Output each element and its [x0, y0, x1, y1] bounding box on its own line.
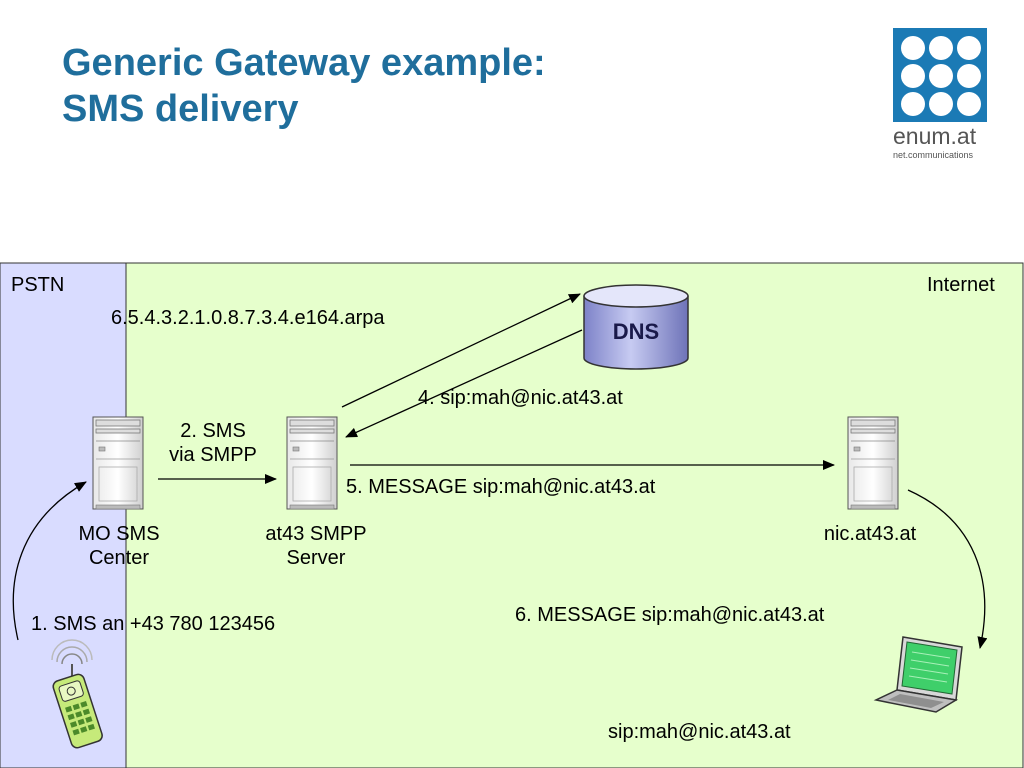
logo-dot: [929, 36, 953, 60]
internet-label: Internet: [927, 274, 995, 296]
database-cylinder-icon: [583, 284, 689, 370]
logo-dot: [929, 92, 953, 116]
smpp-server-label-line-2: Server: [286, 547, 346, 569]
laptop-sip-label: sip:mah@nic.at43.at: [608, 721, 791, 743]
smpp-label-line-2: via SMPP: [169, 444, 257, 466]
logo-dot: [901, 64, 925, 88]
smpp-server-label-line-1: at43 SMPP: [265, 523, 367, 545]
message-label: 5. MESSAGE sip:mah@nic.at43.at: [346, 476, 656, 498]
smpp-server-label: at43 SMPP Server: [236, 522, 396, 570]
logo-dot-grid: [899, 34, 983, 118]
logo-dot: [901, 36, 925, 60]
enum-query-label: 6.5.4.3.2.1.0.8.7.3.4.e164.arpa: [111, 307, 385, 329]
message-forward-label: 6. MESSAGE sip:mah@nic.at43.at: [515, 604, 825, 626]
logo-dot: [929, 64, 953, 88]
mobile-phone-icon: [51, 639, 103, 749]
nic-server-label: nic.at43.at: [823, 523, 917, 545]
server-tower-icon: [847, 416, 899, 510]
laptop-icon: [873, 636, 963, 713]
server-tower-icon: [92, 416, 144, 510]
arrow-from-dns: [345, 329, 583, 438]
smpp-label: 2. SMS via SMPP: [153, 419, 273, 467]
mo-sms-center-label-line-2: Center: [88, 547, 150, 569]
logo-dot: [901, 92, 925, 116]
logo-name: enum.at: [893, 123, 977, 149]
smpp-label-line-1: 2. SMS: [180, 420, 246, 442]
logo-dot: [957, 92, 981, 116]
arrow-to-dns: [341, 293, 581, 408]
sms-send-label: 1. SMS an +43 780 123456: [31, 613, 276, 635]
logo-dot: [957, 36, 981, 60]
mo-sms-center-label: MO SMS Center: [44, 522, 194, 570]
arrow-phone-to-center: [12, 481, 87, 641]
page-title: Generic Gateway example: SMS delivery: [62, 40, 546, 132]
title-line-1: Generic Gateway example:: [62, 42, 546, 84]
server-tower-icon: [286, 416, 338, 510]
logo-dot: [957, 64, 981, 88]
dns-response-label: 4. sip:mah@nic.at43.at: [418, 387, 623, 409]
internet-region: [125, 262, 1024, 768]
title-line-2: SMS delivery: [62, 88, 299, 130]
logo-tagline: net.communications: [893, 150, 974, 160]
arrow-nic-to-laptop: [907, 489, 988, 649]
mo-sms-center-label-line-1: MO SMS: [78, 523, 160, 545]
enum-at-logo: [893, 28, 987, 122]
dns-label: DNS: [612, 319, 660, 344]
pstn-label: PSTN: [11, 274, 65, 296]
